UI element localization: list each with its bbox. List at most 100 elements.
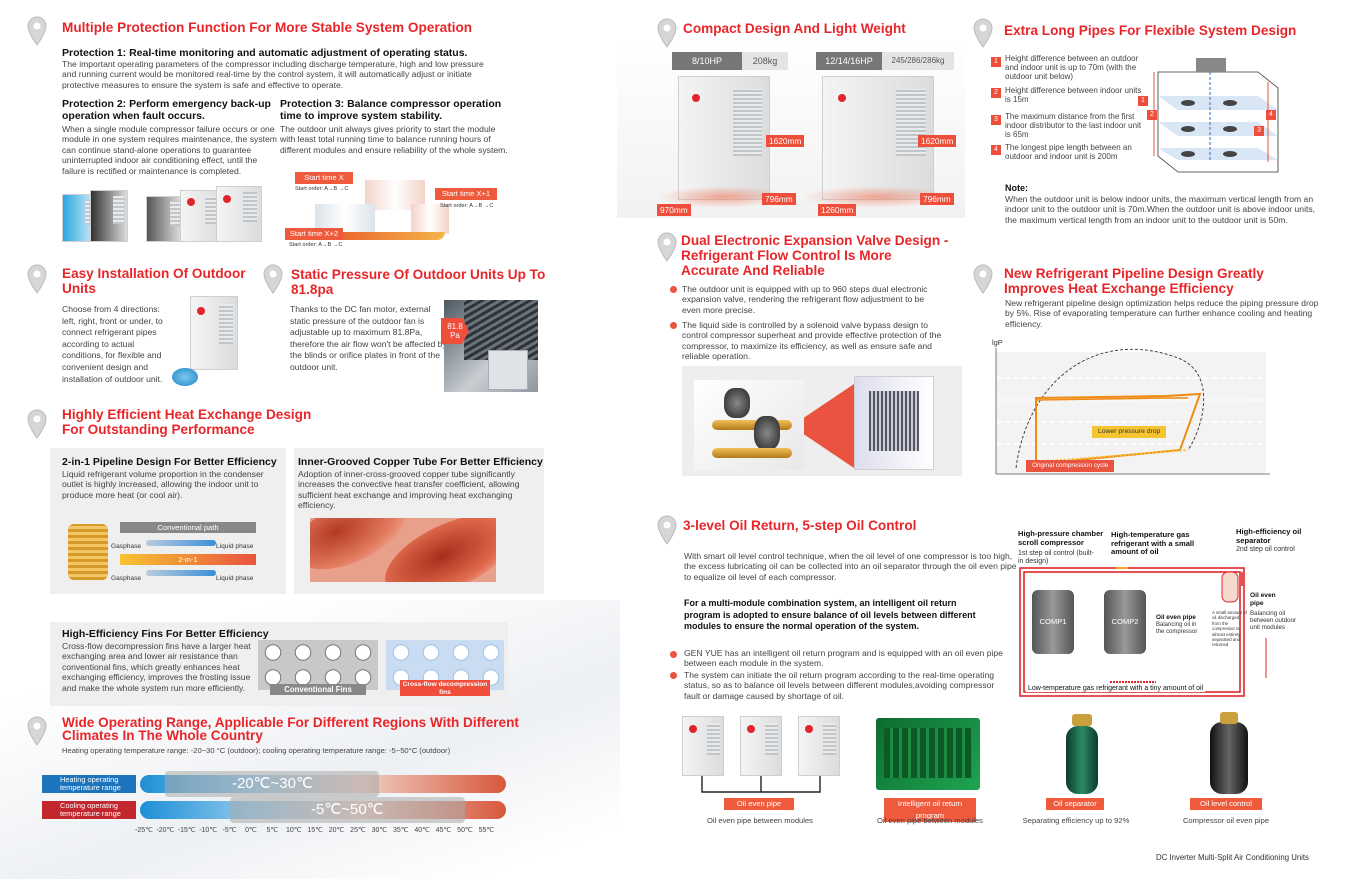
oil-card-1-image — [682, 716, 842, 798]
original-cycle-label: Original compression cycle — [1026, 460, 1115, 472]
height-dim-1: 1620mm — [766, 135, 805, 147]
heating-range-text: -20℃~30℃ — [231, 775, 313, 792]
start-time-diagram: Start time X Start order: A→B →C Start t… — [285, 170, 500, 250]
protection2-text: When a single module compressor failure … — [62, 124, 277, 176]
comp1-label: COMP1 — [1039, 617, 1067, 626]
temperature-tick: 10℃ — [285, 827, 302, 834]
pipes-note-text: When the outdoor unit is below indoor un… — [1005, 194, 1316, 225]
protection1-title: Protection 1: Real-time monitoring and a… — [62, 47, 468, 59]
comp1: COMP1 — [1032, 590, 1074, 654]
diagram-marker-4: 4 — [1266, 110, 1276, 120]
oil-card-caption: Oil even pipe between modules — [877, 816, 983, 825]
copper-tube-image — [310, 518, 496, 582]
temperature-tick: 55℃ — [478, 827, 495, 834]
oil-card-caption: Separating efficiency up to 92% — [1022, 816, 1130, 825]
small-oil-note: A small amount of oil discharged from th… — [1212, 610, 1247, 648]
valve-bullet — [670, 322, 677, 329]
oil-bullet — [670, 672, 677, 679]
protection3-text: The outdoor unit always gives priority t… — [280, 124, 508, 155]
temperature-tick: 30℃ — [371, 827, 388, 834]
temperature-tick: -10℃ — [199, 827, 218, 834]
height-dim-2: 1620mm — [918, 135, 957, 147]
comp2-label: COMP2 — [1111, 617, 1139, 626]
oil-card-4-image — [1204, 712, 1254, 796]
temperature-tick: 40℃ — [414, 827, 431, 834]
oil-card-2-image — [876, 718, 980, 790]
oil-bullet — [670, 651, 677, 658]
oil-paragraph-1: With smart oil level control technique, … — [684, 551, 1017, 582]
hp2-tag: 12/14/16HP — [816, 52, 882, 70]
location-pin-icon — [26, 409, 48, 439]
pipe-item-number: 1 — [991, 57, 1001, 67]
depth-dim-2: 796mm — [920, 193, 954, 205]
location-pin-icon — [262, 264, 284, 294]
static-badge-value: 81.8 — [447, 322, 463, 331]
install-text: Choose from 4 directions: left, right, f… — [62, 304, 163, 384]
width-dim-1: 970mm — [657, 204, 691, 216]
oil-paragraph-2: For a multi-module combination system, a… — [684, 598, 976, 632]
width-dim-2: 1260mm — [818, 204, 857, 216]
valve-bullet-1: The outdoor unit is equipped with up to … — [682, 284, 928, 315]
hp1-tag: 8/10HP — [672, 52, 742, 70]
two-in-one-label: 2-in-1 — [120, 554, 256, 565]
temperature-tick: 0℃ — [245, 827, 257, 834]
temperature-tick: 35℃ — [392, 827, 409, 834]
oil-card-caption: Compressor oil even pipe — [1182, 816, 1270, 825]
location-pin-icon — [656, 515, 678, 545]
ph-y-label: lgP — [992, 338, 1003, 347]
location-pin-icon — [26, 716, 48, 746]
lower-pressure-drop-label: Lower pressure drop — [1092, 426, 1167, 438]
copper-title: Inner-Grooved Copper Tube For Better Eff… — [298, 456, 543, 468]
pipe-item-number: 3 — [991, 115, 1001, 125]
pipe-item-text: The longest pipe length between an outdo… — [1005, 143, 1132, 162]
temperature-tick: -5℃ — [222, 827, 237, 834]
conventional-fins-image — [258, 640, 378, 690]
temperature-tick: 25℃ — [350, 827, 366, 834]
pipe-item-text: Height difference between an outdoor and… — [1005, 54, 1139, 82]
diagram-step1: 1st step oil control (built-in design) — [1018, 550, 1094, 565]
location-pin-icon — [972, 264, 994, 294]
static-pressure-image — [444, 300, 538, 392]
cooling-range-overlay: -5℃~50℃ — [229, 797, 465, 823]
range-subtitle: Heating operating temperature range: -20… — [62, 746, 451, 755]
range-title: Wide Operating Range, Applicable For Dif… — [62, 715, 519, 743]
static-badge-unit: Pa — [450, 331, 460, 340]
pipe-item-number: 2 — [991, 88, 1001, 98]
protection3-title: Protection 3: Balance compressor operati… — [280, 98, 502, 122]
pipe-item-text: The maximum distance from the first indo… — [1005, 112, 1142, 140]
liquid-phase-label-2: Liquid phase — [216, 575, 254, 582]
protection1-text: The important operating parameters of th… — [62, 59, 484, 90]
gasphase-label-2: Gasphase — [111, 575, 142, 582]
start-time-x1-label: Start time X+1 — [435, 188, 497, 200]
footer-text: DC Inverter Multi-Split Air Conditioning… — [1156, 853, 1309, 862]
weight1-tag: 208kg — [742, 52, 788, 70]
cooling-range-text: -5℃~50℃ — [311, 801, 384, 818]
depth-dim-1: 796mm — [762, 193, 796, 205]
location-pin-icon — [26, 16, 48, 46]
temperature-tick: -25℃ — [135, 827, 153, 834]
building-pipe-diagram: 1 2 3 4 — [1138, 52, 1284, 180]
oil-card-label: Oil separator — [1046, 798, 1104, 810]
diagram-marker-1: 1 — [1138, 96, 1148, 106]
temperature-tick: 5℃ — [266, 827, 279, 834]
valve-bullet — [670, 286, 677, 293]
gasphase-label-1: Gasphase — [111, 543, 142, 550]
heating-range-overlay: -20℃~30℃ — [165, 771, 380, 797]
oil-card-caption: Oil even pipe between modules — [707, 816, 813, 825]
valve-image — [682, 366, 962, 476]
diagram-marker-2: 2 — [1147, 110, 1157, 120]
static-title: Static Pressure Of Outdoor Units Up To 8… — [291, 267, 546, 297]
conventional-fins-label: Conventional Fins — [270, 684, 366, 695]
oil-card-label: Oil even pipe — [724, 798, 794, 810]
refrig-text: New refrigerant pipeline design optimiza… — [1005, 298, 1319, 329]
oil-circuit-diagram: High-pressure chamber scroll compressor … — [1016, 527, 1316, 700]
cooling-range-label: Cooling operating temperature range — [42, 801, 136, 819]
oil-bullet-2: The system can initiate the oil return p… — [684, 670, 995, 701]
temperature-tick: 15℃ — [307, 827, 324, 834]
temperature-tick: 45℃ — [435, 827, 452, 834]
refrig-title: New Refrigerant Pipeline Design Greatly … — [1004, 266, 1264, 296]
start-order-2: Start order: A→B →C — [440, 203, 494, 209]
outdoor-unit-large-image — [802, 76, 952, 208]
install-title: Easy Installation Of Outdoor Units — [62, 266, 246, 296]
diagram-ht-title: High-temperature gas refrigerant with a … — [1111, 530, 1195, 557]
